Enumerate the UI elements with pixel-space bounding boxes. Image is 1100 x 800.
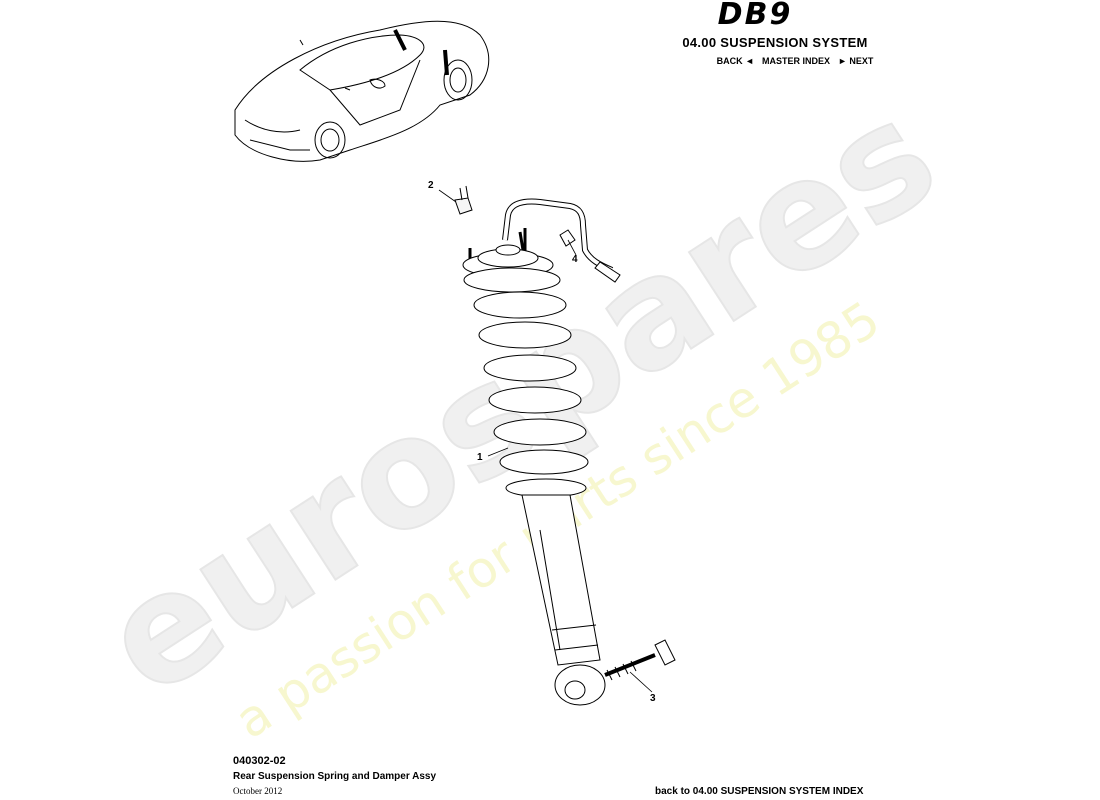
callout-4[interactable]: 4: [572, 254, 578, 265]
nav-bar: BACK ◄ MASTER INDEX ► NEXT: [700, 56, 890, 66]
leader-lines: [438, 189, 653, 693]
master-index-link[interactable]: MASTER INDEX: [761, 56, 830, 66]
callout-1[interactable]: 1: [477, 452, 483, 463]
back-to-index-link[interactable]: back to 04.00 SUSPENSION SYSTEM INDEX: [655, 786, 864, 797]
part-4-hose: [502, 198, 621, 283]
next-link[interactable]: ► NEXT: [838, 56, 874, 66]
callout-3[interactable]: 3: [650, 693, 656, 704]
back-link[interactable]: BACK ◄: [716, 56, 754, 66]
car-illustration: [234, 20, 490, 162]
diagram-title: Rear Suspension Spring and Damper Assy: [233, 771, 437, 782]
coil-spring: [463, 267, 589, 498]
section-title: 04.00 SUSPENSION SYSTEM: [682, 35, 868, 50]
callout-2[interactable]: 2: [428, 180, 434, 191]
diagram-code: 040302-02: [233, 755, 286, 767]
part-2-nut: [454, 185, 473, 215]
damper-body: [521, 494, 606, 706]
model-logo: DB9: [717, 0, 793, 32]
diagram-date: October 2012: [233, 786, 283, 796]
part-3-bolt: [604, 639, 676, 681]
